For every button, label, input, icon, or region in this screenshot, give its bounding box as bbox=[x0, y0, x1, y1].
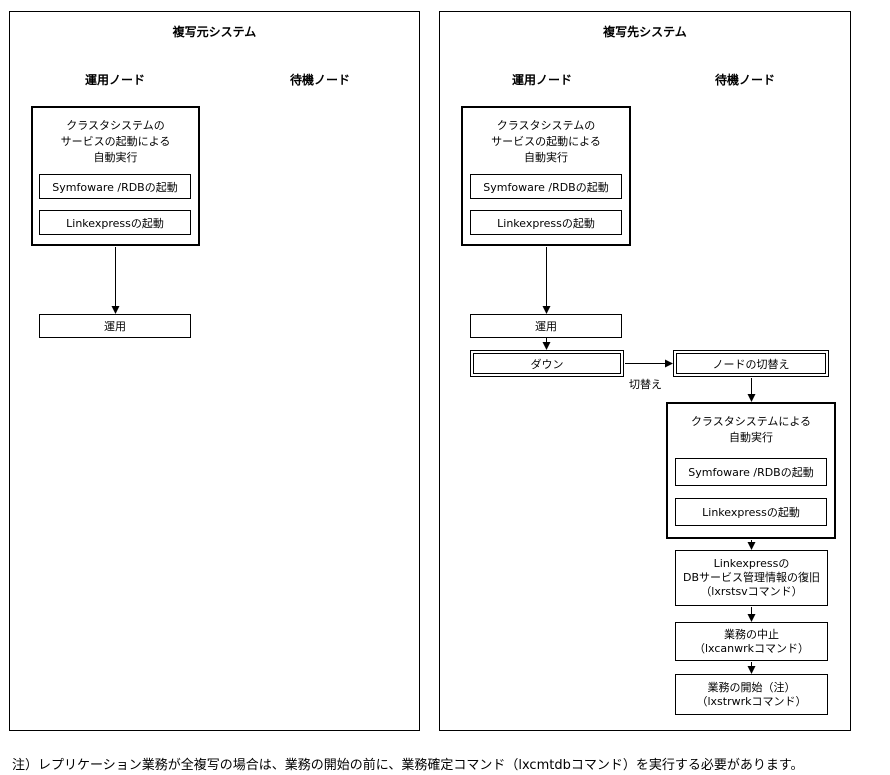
target-operation-step: 運用 bbox=[470, 314, 622, 338]
target-system-title: 複写先システム bbox=[603, 25, 687, 39]
target-down-step: ダウン bbox=[470, 350, 624, 377]
source-symfoware-start-step: Symfoware /RDBの起動 bbox=[39, 174, 191, 199]
target-restore-step: Linkexpressの DBサービス管理情報の復旧 （lxrstsvコマンド） bbox=[675, 550, 828, 606]
switch-label: 切替え bbox=[629, 378, 662, 391]
source-system-title: 複写元システム bbox=[172, 25, 257, 39]
target-node-switch-step: ノードの切替え bbox=[673, 350, 829, 377]
source-linkexpress-start-step: Linkexpressの起動 bbox=[39, 210, 191, 235]
source-cluster-group-title: クラスタシステムの サービスの起動による 自動実行 bbox=[60, 119, 171, 164]
source-standby-node-label: 待機ノード bbox=[289, 73, 350, 87]
target-cluster-group-title: クラスタシステムの サービスの起動による 自動実行 bbox=[491, 119, 601, 164]
source-active-node-label: 運用ノード bbox=[84, 73, 145, 87]
target-symfoware-start-step: Symfoware /RDBの起動 bbox=[470, 174, 622, 199]
target-stop-step: 業務の中止 （lxcanwrkコマンド） bbox=[675, 622, 828, 661]
target-standby-group-title: クラスタシステムによる 自動実行 bbox=[690, 415, 812, 444]
target-standby-symfoware-step: Symfoware /RDBの起動 bbox=[675, 458, 827, 486]
target-standby-node-label: 待機ノード bbox=[714, 73, 775, 87]
target-standby-linkexpress-step: Linkexpressの起動 bbox=[675, 498, 827, 526]
target-start-step: 業務の開始（注） （lxstrwrkコマンド） bbox=[675, 674, 828, 715]
source-operation-step: 運用 bbox=[39, 314, 191, 338]
target-active-node-label: 運用ノード bbox=[511, 73, 572, 87]
target-linkexpress-start-step: Linkexpressの起動 bbox=[470, 210, 622, 235]
footnote: 注）レプリケーション業務が全複写の場合は、業務の開始の前に、業務確定コマンド（l… bbox=[12, 758, 804, 773]
